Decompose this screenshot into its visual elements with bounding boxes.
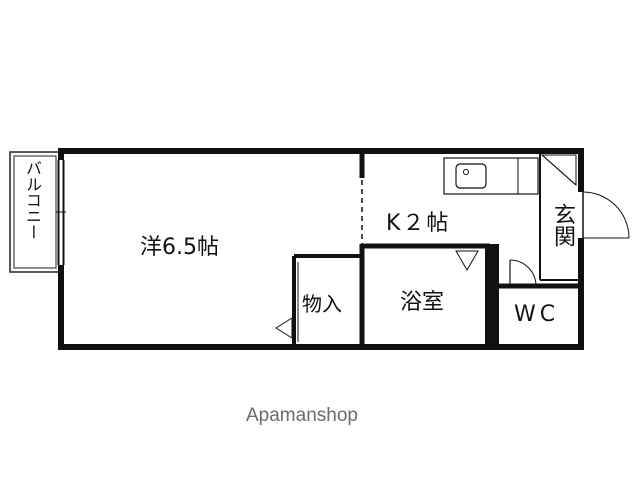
sink (455, 163, 487, 189)
kitchen-label: K２帖 (386, 211, 451, 236)
sink-drain (463, 169, 469, 175)
bathroom-wall-thick (485, 244, 499, 347)
entrance-label: 玄関 (550, 203, 575, 247)
wc-door-swing (509, 259, 537, 287)
watermark: Apamanshop (246, 405, 358, 426)
bathroom-door-marker (455, 250, 479, 271)
toilet-label: WC (514, 302, 560, 327)
storage-door-marker (275, 317, 293, 339)
bathroom-label: 浴室 (400, 290, 445, 315)
balcony-label: バルコニー (23, 160, 42, 240)
front-door-swing (582, 191, 630, 239)
entrance-line (541, 154, 577, 186)
western-room-label: 洋6.5帖 (140, 235, 219, 260)
storage-label: 物入 (302, 292, 342, 316)
